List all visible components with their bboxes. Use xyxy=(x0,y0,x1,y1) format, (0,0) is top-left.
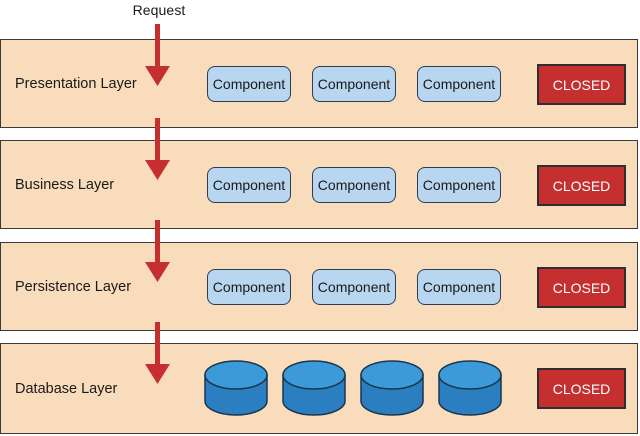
down-arrow-icon xyxy=(145,220,170,282)
component-box: Component xyxy=(312,66,396,102)
request-label: Request xyxy=(132,2,186,18)
component-box: Component xyxy=(417,269,501,305)
layer-name-business: Business Layer xyxy=(15,176,115,193)
database-icon xyxy=(438,360,502,416)
database-icon xyxy=(360,360,424,416)
layer-name-presentation: Presentation Layer xyxy=(15,75,137,92)
closed-badge: CLOSED xyxy=(537,267,626,308)
presentation-layer: Presentation Layer Component Component C… xyxy=(0,39,638,128)
component-box: Component xyxy=(207,167,291,203)
down-arrow-icon xyxy=(145,118,170,180)
business-layer: Business Layer Component Component Compo… xyxy=(0,140,638,229)
closed-badge: CLOSED xyxy=(537,368,626,409)
database-icon xyxy=(282,360,346,416)
component-box: Component xyxy=(417,167,501,203)
component-box: Component xyxy=(312,167,396,203)
component-box: Component xyxy=(207,66,291,102)
layer-name-database: Database Layer xyxy=(15,380,118,397)
component-box: Component xyxy=(207,269,291,305)
component-box: Component xyxy=(417,66,501,102)
layer-name-persistence: Persistence Layer xyxy=(15,278,132,295)
persistence-layer: Persistence Layer Component Component Co… xyxy=(0,242,638,331)
down-arrow-icon xyxy=(145,322,170,384)
closed-badge: CLOSED xyxy=(537,64,626,105)
down-arrow-icon xyxy=(145,24,170,86)
component-box: Component xyxy=(312,269,396,305)
closed-badge: CLOSED xyxy=(537,165,626,206)
database-icon xyxy=(204,360,268,416)
